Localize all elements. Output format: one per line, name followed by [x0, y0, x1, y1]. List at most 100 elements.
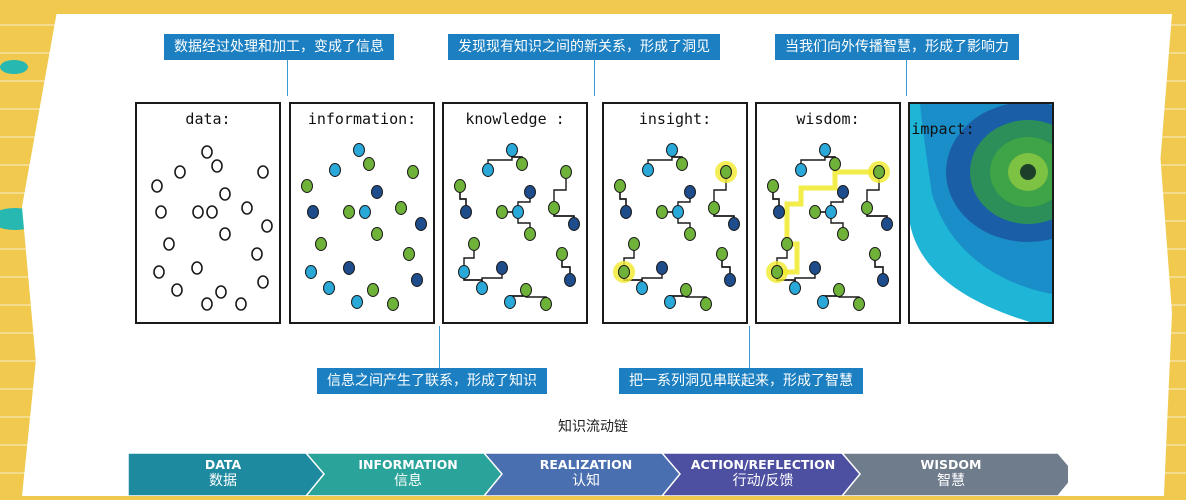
panel-label: data: — [185, 110, 231, 128]
network-node — [460, 205, 472, 219]
network-node — [666, 143, 678, 157]
chain-arrow-shape — [483, 453, 683, 496]
data-dot — [163, 237, 175, 251]
info-dot — [323, 281, 335, 295]
data-dot — [192, 205, 204, 219]
network-node — [853, 297, 865, 311]
chain-arrows — [128, 453, 1068, 496]
network-node — [642, 163, 654, 177]
data-dots — [151, 145, 273, 311]
network-node — [833, 283, 845, 297]
data-dot — [206, 205, 218, 219]
data-dot — [153, 265, 165, 279]
information-dots — [301, 143, 427, 311]
data-dot — [241, 201, 253, 215]
stage-english: REALIZATION — [539, 457, 633, 472]
chain-stage-realization: REALIZATION 认知 — [496, 457, 676, 493]
panel-insight: insight: — [602, 102, 748, 324]
network-node — [520, 283, 532, 297]
network-node — [861, 201, 873, 215]
chain-arrow-shape — [661, 453, 863, 496]
connector-line — [594, 60, 595, 96]
stage-english: WISDOM — [920, 457, 982, 472]
network-node — [817, 295, 829, 309]
network-node — [716, 247, 728, 261]
info-dot — [363, 157, 375, 171]
network-node — [829, 157, 841, 171]
data-dot — [155, 205, 167, 219]
data-dot — [251, 247, 263, 261]
data-dot — [261, 219, 273, 233]
callout-wisdom-to-impact: 当我们向外传播智慧，形成了影响力 — [775, 34, 1019, 60]
wisdom-network — [766, 143, 893, 311]
connector-line — [906, 60, 907, 96]
network-node — [877, 273, 889, 287]
network-node — [524, 227, 536, 241]
network-node — [496, 261, 508, 275]
network-node — [684, 227, 696, 241]
panel-label: wisdom: — [796, 110, 860, 128]
panel-wisdom: wisdom: — [755, 102, 901, 324]
info-dot — [415, 217, 427, 231]
info-dot — [329, 163, 341, 177]
panel-information: information: — [289, 102, 435, 324]
network-node — [720, 165, 732, 179]
stage-chinese: 行动/反馈 — [732, 473, 794, 489]
data-dot — [201, 297, 213, 311]
info-dot — [371, 227, 383, 241]
network-node — [676, 157, 688, 171]
callout-data-to-information: 数据经过处理和加工，变成了信息 — [164, 34, 394, 60]
network-node — [837, 185, 849, 199]
network-node — [724, 273, 736, 287]
network-node — [636, 281, 648, 295]
knowledge-network — [454, 143, 580, 311]
network-node — [789, 281, 801, 295]
diagram-caption: 知识流动链 — [558, 419, 628, 435]
info-dot — [403, 247, 415, 261]
info-dot — [367, 283, 379, 297]
data-dot — [151, 179, 163, 193]
network-node — [881, 217, 893, 231]
highlight-path — [777, 169, 879, 275]
stage-chinese: 信息 — [394, 473, 422, 489]
network-node — [680, 283, 692, 297]
connector-line — [287, 60, 288, 96]
network-node — [809, 205, 821, 219]
network-node — [516, 157, 528, 171]
panel-label: knowledge : — [465, 110, 565, 128]
network-node — [476, 281, 488, 295]
chain-stage-wisdom: WISDOM 智慧 — [856, 457, 1046, 493]
chain-stage-information: INFORMATION 信息 — [318, 457, 498, 493]
info-dot — [307, 205, 319, 219]
panel-label: information: — [307, 110, 417, 128]
network-node — [504, 295, 516, 309]
data-dot — [201, 145, 213, 159]
network-node — [628, 237, 640, 251]
network-node — [869, 247, 881, 261]
panel-knowledge: knowledge : — [442, 102, 588, 324]
stage-english: ACTION/REFLECTION — [690, 457, 836, 472]
info-dot — [301, 179, 313, 193]
info-dot — [353, 143, 365, 157]
network-node — [496, 205, 508, 219]
network-node — [568, 217, 580, 231]
network-node — [781, 237, 793, 251]
stage-chinese: 智慧 — [937, 473, 965, 489]
data-dot — [215, 285, 227, 299]
network-node — [656, 205, 668, 219]
network-node — [664, 295, 676, 309]
network-node — [656, 261, 668, 275]
callout-information-to-knowledge: 信息之间产生了联系，形成了知识 — [317, 368, 547, 394]
chain-arrow-shape — [841, 453, 1068, 496]
panel-data: data: — [135, 102, 281, 324]
network-node — [524, 185, 536, 199]
info-dot — [371, 185, 383, 199]
panel-label: insight: — [638, 110, 712, 128]
network-node — [771, 265, 783, 279]
stage-chinese: 数据 — [209, 473, 237, 489]
data-dot — [219, 227, 231, 241]
network-node — [672, 205, 684, 219]
network-node — [873, 165, 885, 179]
info-dot — [305, 265, 317, 279]
connector-line — [439, 326, 440, 368]
